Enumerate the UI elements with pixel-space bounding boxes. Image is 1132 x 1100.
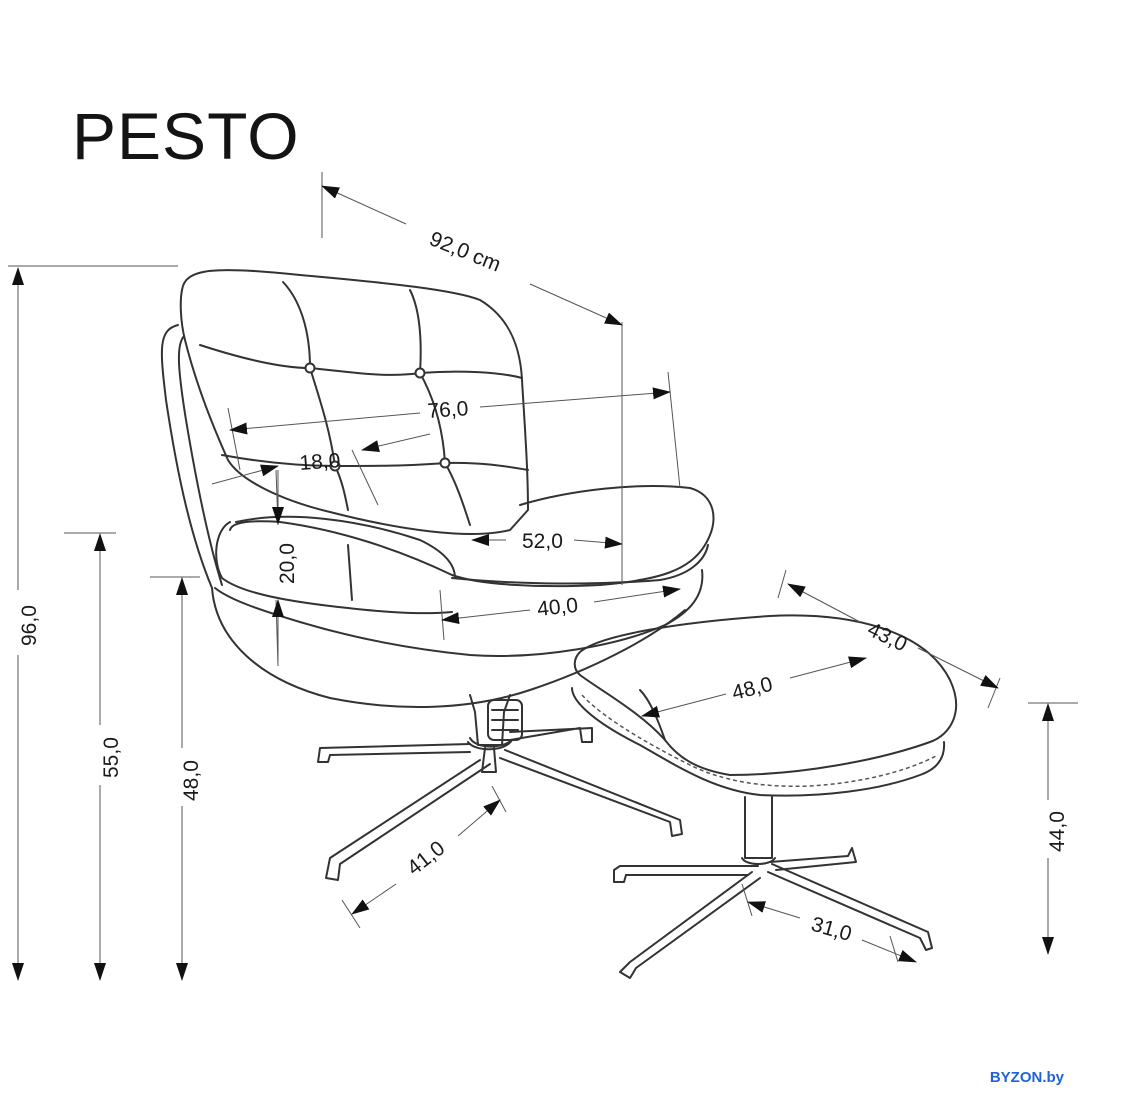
dimension-armrest-height: 20,0 <box>272 470 299 662</box>
dimension-base-radius-label: 41,0 <box>403 837 449 880</box>
chair-star-base <box>317 727 683 881</box>
dimension-seat-width: 76,0 <box>229 387 671 435</box>
footrest-cushion <box>573 614 958 776</box>
chair-back-shell <box>160 324 213 589</box>
extension-lines <box>8 172 1078 963</box>
chair-seat-cushion <box>229 485 715 588</box>
armchair-drawing <box>160 269 715 881</box>
dimension-armrest-offset: 18,0 <box>211 433 431 485</box>
dimension-footrest-depth-label: 43,0 <box>864 618 911 657</box>
dimension-total-height: 96,0 <box>12 267 41 981</box>
dimension-seat-depth: 40,0 <box>441 585 681 625</box>
dimension-seat-depth-label: 40,0 <box>536 594 579 621</box>
dimension-seat-width-label: 76,0 <box>427 397 469 423</box>
dimension-armrest-offset-label: 18,0 <box>299 449 341 475</box>
dimension-footrest-base-label: 31,0 <box>809 913 855 946</box>
dimension-seat-depth-top-label: 52,0 <box>522 530 563 553</box>
dimension-footrest-depth: 43,0 <box>787 583 999 689</box>
dimension-total-depth: 92,0 cm <box>321 185 623 326</box>
dimension-base-radius: 41,0 <box>351 799 501 915</box>
dimension-footrest-height: 44,0 <box>1042 703 1069 955</box>
dimension-total-depth-label: 92,0 cm <box>426 227 504 276</box>
dimension-armrest-floor-height: 55,0 <box>94 533 123 981</box>
dimension-armrest-height-label: 20,0 <box>276 543 299 584</box>
chair-back-cushion <box>179 269 529 535</box>
dimension-seat-height-label: 48,0 <box>180 760 203 801</box>
dimension-footrest-width-label: 48,0 <box>730 673 775 705</box>
dimension-seat-height: 48,0 <box>176 577 203 981</box>
dimension-total-height-label: 96,0 <box>18 605 41 646</box>
dimension-footrest-base: 31,0 <box>747 901 917 963</box>
dimension-seat-depth-top: 52,0 <box>471 530 623 553</box>
dimension-footrest-width: 48,0 <box>641 656 867 718</box>
footrest-base-tray <box>571 687 946 797</box>
dimension-footrest-height-label: 44,0 <box>1046 811 1069 852</box>
watermark: BYZON.by <box>989 1069 1064 1086</box>
dimension-armrest-floor-height-label: 55,0 <box>100 737 123 778</box>
chair-left-arm <box>215 521 453 615</box>
product-title: PESTO <box>72 99 300 173</box>
footrest-drawing <box>571 614 958 979</box>
